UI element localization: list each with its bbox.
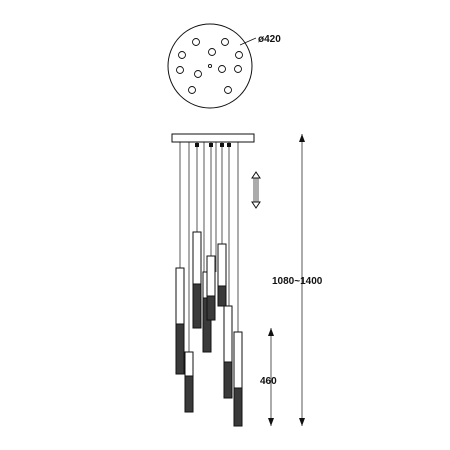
- cord-grip: [195, 143, 199, 147]
- canopy-hole: [218, 65, 226, 73]
- canopy-side-view: [171, 133, 255, 143]
- canopy-hole: [221, 38, 229, 46]
- diameter-leader-line: [239, 37, 257, 46]
- suspension-cords: [179, 142, 239, 352]
- canopy-hole: [178, 51, 186, 59]
- canopy-hole: [192, 38, 200, 46]
- canopy-top-view: [167, 23, 257, 109]
- canopy-hole: [235, 51, 243, 59]
- pendant-tube: [206, 255, 216, 297]
- pendant-tube-glass: [184, 375, 194, 413]
- pendant-tube: [184, 351, 194, 377]
- pendant-tube: [175, 267, 185, 325]
- pendant-tube-glass: [233, 387, 243, 427]
- min-drop-dimension: [268, 328, 274, 426]
- pendant-tube-glass: [217, 285, 227, 307]
- canopy-hole: [188, 86, 196, 94]
- pendant-tube: [217, 243, 227, 287]
- pendant-tube: [192, 231, 202, 285]
- total-height-dimension: [299, 134, 305, 426]
- dimension-arrow-bottom: [299, 418, 305, 426]
- adjust-arrow-down: [251, 201, 261, 209]
- pendant-tube-glass: [192, 283, 202, 329]
- cord-grip: [220, 143, 224, 147]
- pendant-tube-glass: [223, 361, 233, 399]
- total-height-label: 1080~1400: [272, 276, 323, 287]
- double-arrow-adjust-icon: [251, 171, 261, 209]
- canopy-hole: [176, 66, 184, 74]
- adjust-arrow-up: [251, 171, 261, 179]
- canopy-outline: [167, 23, 253, 109]
- canopy-hole: [194, 70, 202, 78]
- pendant-tube: [233, 331, 243, 389]
- canopy-plate: [171, 133, 255, 143]
- pendant-tubes: [175, 231, 243, 427]
- canopy-diameter-label: ø420: [258, 34, 281, 45]
- pendant-tube-glass: [175, 323, 185, 375]
- dimension-arrow-top: [299, 134, 305, 142]
- pendant-tube: [223, 305, 233, 363]
- dimension-arrow-top: [268, 328, 274, 336]
- canopy-hole: [224, 86, 232, 94]
- min-drop-label: 460: [260, 376, 277, 387]
- cord-grip: [227, 143, 231, 147]
- canopy-hole: [208, 48, 216, 56]
- canopy-hole: [234, 65, 242, 73]
- dimension-arrow-bottom: [268, 418, 274, 426]
- canopy-center-screw: [207, 63, 213, 69]
- cord-grip: [209, 143, 213, 147]
- pendant-tube-glass: [206, 295, 216, 321]
